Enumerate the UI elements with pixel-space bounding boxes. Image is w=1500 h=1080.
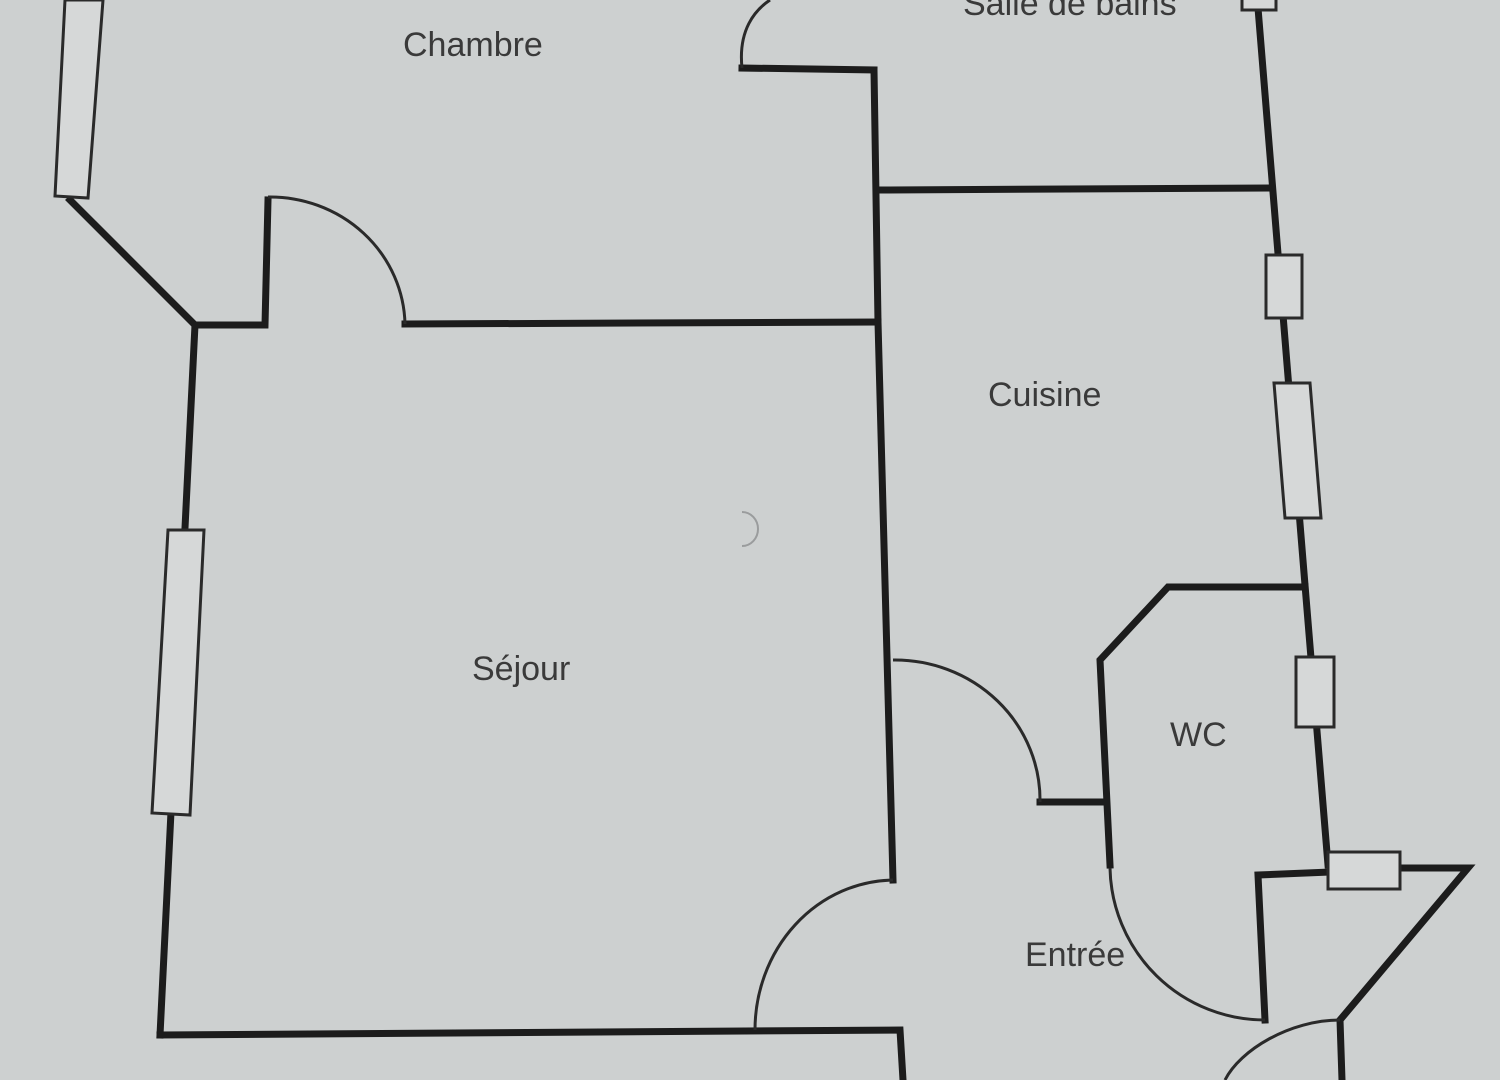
window-wc (1294, 655, 1336, 729)
door-front (1223, 1018, 1341, 1080)
label-chambre: Chambre (403, 26, 543, 64)
window-sdb-top (1240, 0, 1278, 12)
wall-wc (1096, 583, 1309, 869)
window-chambre (53, 0, 105, 200)
door-cuisine-entree (892, 658, 1042, 803)
doors (267, 0, 1341, 1080)
door-wc (1108, 867, 1266, 1022)
window-cuisine-2 (1272, 381, 1323, 520)
wall-sejour-bottom (156, 1026, 907, 1080)
wall-chambre-sejour-right (401, 318, 882, 328)
wall-sdb-cuisine (874, 184, 1276, 194)
window-sejour (150, 528, 206, 817)
room-labels: Chambre Salle de bains Cuisine Séjour WC… (403, 0, 1227, 974)
door-sejour-entree (753, 878, 894, 1031)
wall-landing (1336, 864, 1476, 1080)
wall-salle-de-bains-door (738, 64, 878, 74)
door-chambre-sejour (267, 195, 407, 325)
wall-central-vertical (870, 66, 897, 884)
window-cuisine-1 (1264, 253, 1304, 320)
pencil-mark (741, 511, 759, 547)
wall-chambre-sejour-left (191, 196, 272, 329)
walls (65, 4, 1476, 1080)
windows (53, 0, 1402, 891)
door-salle-de-bains (739, 0, 771, 69)
label-sejour: Séjour (472, 650, 570, 688)
label-cuisine: Cuisine (988, 376, 1101, 414)
wall-entree-lower-right (1254, 868, 1334, 1024)
label-salle-de-bains: Salle de bains (963, 0, 1177, 23)
label-entree: Entrée (1025, 936, 1125, 974)
label-wc: WC (1170, 716, 1227, 754)
wall-chambre-diagonal (65, 195, 200, 330)
window-entree (1326, 850, 1402, 891)
